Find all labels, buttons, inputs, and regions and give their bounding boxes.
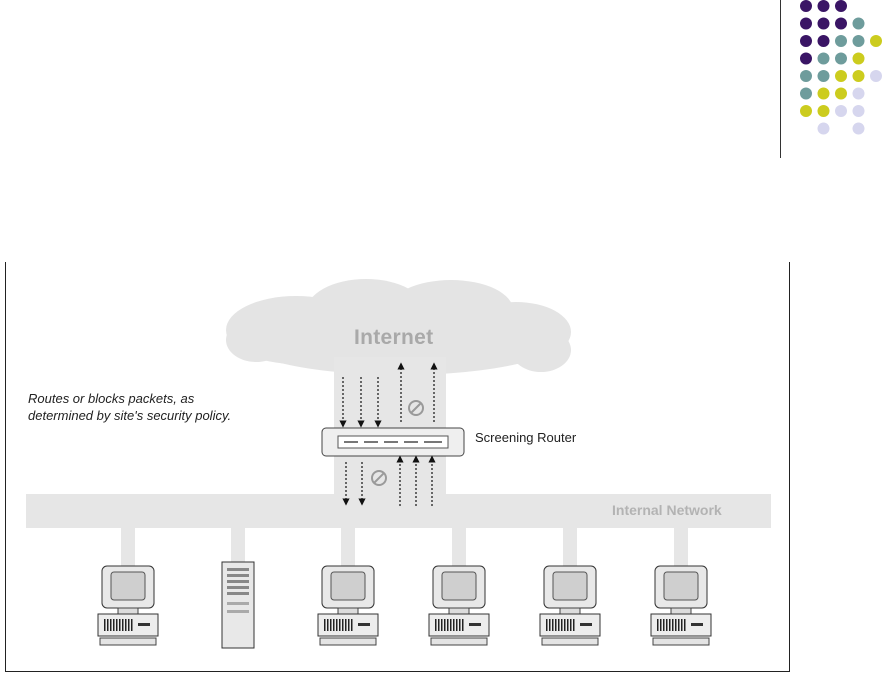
- decorative-dot-grid: [800, 0, 882, 135]
- decorative-dot: [800, 35, 812, 47]
- workstation-icon: [539, 565, 601, 646]
- outbound-arrows-upper: [397, 362, 438, 422]
- inbound-arrows-lower: [342, 462, 366, 506]
- workstation-icon: [97, 565, 159, 646]
- caption-line: Routes or blocks packets, as: [28, 391, 195, 406]
- decorative-dot: [817, 122, 830, 135]
- decorative-dot: [870, 35, 882, 47]
- decorative-dot: [835, 52, 847, 65]
- decorative-dot: [800, 87, 812, 100]
- decorative-dot: [817, 35, 830, 47]
- no-entry-icon: [408, 400, 424, 416]
- decorative-dot: [870, 70, 882, 82]
- decorative-dot: [800, 70, 812, 82]
- internet-label: Internet: [354, 326, 434, 349]
- internal-network-bar: [26, 494, 771, 528]
- screening-router-label: Screening Router: [475, 430, 577, 445]
- corner-divider-line: [780, 0, 781, 158]
- workstation-icon: [650, 565, 712, 646]
- screening-router: [321, 427, 465, 457]
- decorative-dot: [835, 17, 847, 30]
- decorative-dot: [835, 35, 847, 47]
- decorative-dot: [800, 105, 812, 117]
- caption-line: determined by site's security policy.: [28, 408, 232, 423]
- decorative-dot: [852, 87, 865, 100]
- internet-cloud: [226, 279, 571, 375]
- decorative-dot: [835, 0, 847, 12]
- decorative-dot: [800, 17, 812, 30]
- decorative-dot: [817, 52, 830, 65]
- screening-router-diagram: Routes or blocks packets, as determined …: [5, 262, 790, 672]
- server-tower-icon: [221, 561, 255, 649]
- decorative-dot: [817, 87, 830, 100]
- decorative-dot: [852, 52, 865, 65]
- internal-network-label: Internal Network: [612, 502, 722, 518]
- workstation-icon: [428, 565, 490, 646]
- decorative-dot: [800, 0, 812, 12]
- decorative-dot: [817, 70, 830, 82]
- decorative-dot: [817, 0, 830, 12]
- decorative-dot: [852, 105, 865, 117]
- decorative-dot: [817, 17, 830, 30]
- decorative-dot: [817, 105, 830, 117]
- decorative-dot: [852, 70, 865, 82]
- no-entry-icon: [371, 470, 387, 486]
- decorative-dot: [800, 52, 812, 65]
- decorative-dot: [835, 87, 847, 100]
- decorative-dot: [835, 105, 847, 117]
- router-caption: Routes or blocks packets, as determined …: [28, 390, 231, 424]
- workstation-icon: [317, 565, 379, 646]
- decorative-dot: [852, 35, 865, 47]
- decorative-dot: [852, 17, 865, 30]
- decorative-dot: [835, 70, 847, 82]
- decorative-dot: [852, 122, 865, 135]
- device-drop-lines: [121, 526, 688, 566]
